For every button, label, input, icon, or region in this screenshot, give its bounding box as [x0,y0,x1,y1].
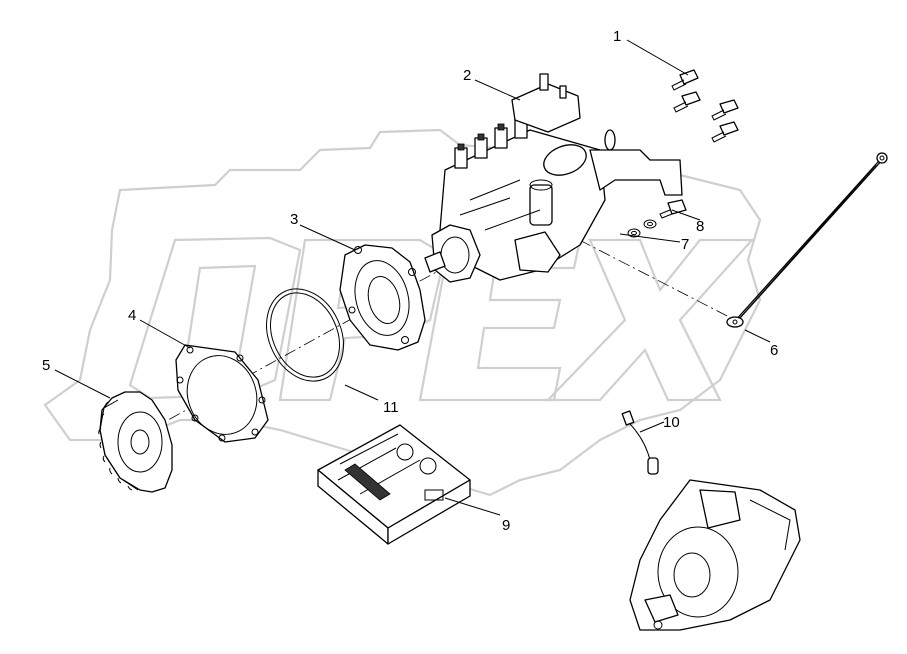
washers-part [627,219,657,238]
callout-5: 5 [42,357,50,374]
o-ring-part [266,288,344,382]
control-unit-part [317,424,471,545]
callout-10: 10 [663,414,680,431]
callout-3: 3 [290,211,298,228]
callout-7: 7 [681,236,689,253]
adapter-housing-part [339,244,426,351]
flywheel-housing-part [629,479,801,631]
callout-9: 9 [502,517,510,534]
callout-11: 11 [383,399,399,416]
banjo-bolt-part [659,199,687,219]
callout-labels: 1 2 3 4 5 6 7 8 9 10 11 [42,28,778,534]
opex-watermark-logo [43,128,762,497]
gear-part [98,391,173,493]
leader-lines [54,39,771,516]
gasket-part [175,344,269,443]
callout-1: 1 [613,28,621,45]
sensor-cable-part [621,410,659,475]
bolts-part [671,69,739,143]
injection-pump-part [424,73,683,283]
callout-8: 8 [696,218,704,235]
callout-2: 2 [463,67,471,84]
callout-6: 6 [770,342,778,359]
rod-part [726,152,888,328]
assembly-axis-line-2 [559,229,736,321]
callout-4: 4 [128,307,136,324]
